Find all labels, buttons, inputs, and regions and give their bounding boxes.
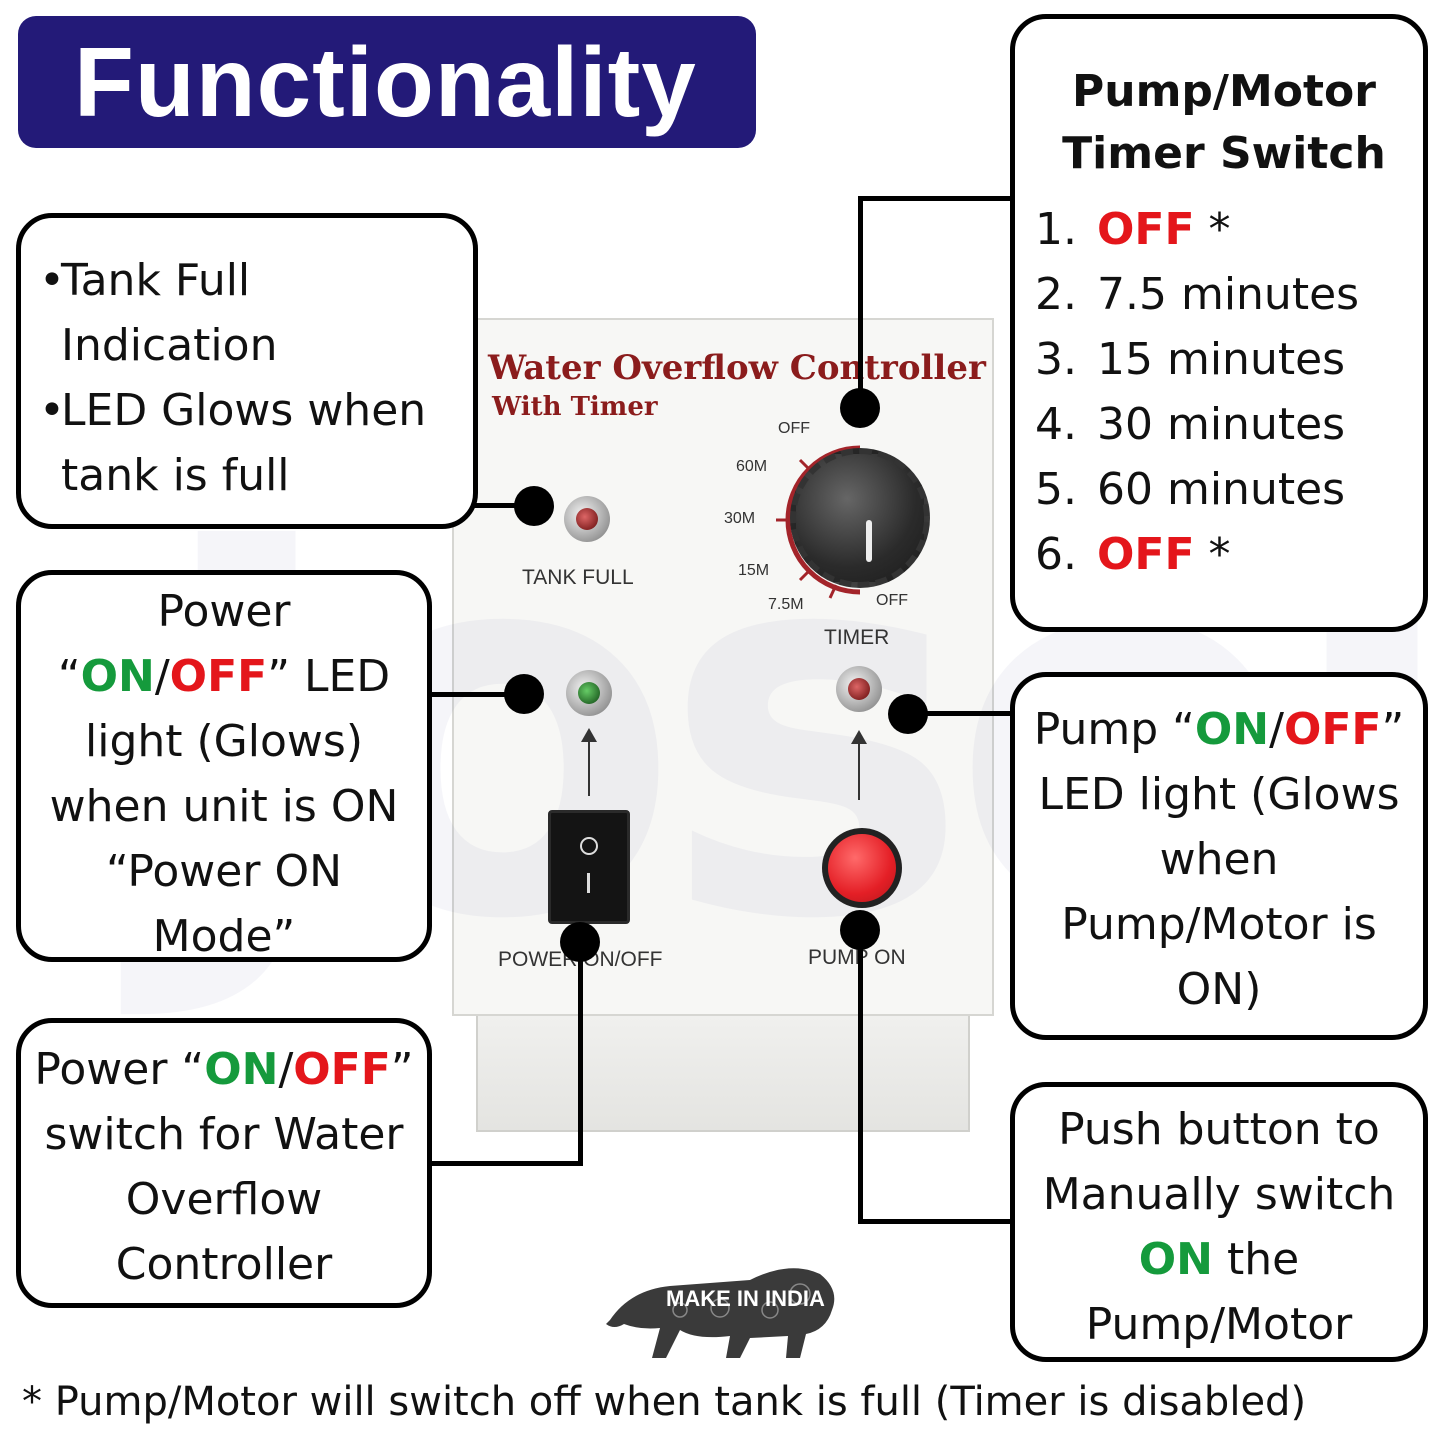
timer-option-number: 4. bbox=[1035, 399, 1077, 450]
knob-pointer bbox=[866, 520, 872, 562]
bullet-item: •Tank Full Indication bbox=[39, 248, 463, 378]
controller-device bbox=[452, 318, 994, 1016]
timer-option: 3. 15 minutes bbox=[1035, 327, 1413, 392]
connector-push-h bbox=[858, 1219, 1012, 1224]
timer-option-text: OFF bbox=[1097, 204, 1195, 255]
bullet-text-led-glows: LED Glows when tank is full bbox=[61, 385, 427, 501]
connector-dot-power-switch bbox=[560, 922, 600, 962]
power-rocker-switch[interactable] bbox=[548, 810, 630, 924]
tank-full-label: TANK FULL bbox=[522, 566, 634, 589]
power-led-line4: when unit is ON bbox=[49, 781, 399, 832]
connector-timer-v bbox=[858, 196, 863, 410]
bullet-item: •LED Glows when tank is full bbox=[39, 378, 463, 508]
pump-led-line1: Pump “ON/OFF” bbox=[1033, 704, 1405, 755]
footnote: * Pump/Motor will switch off when tank i… bbox=[22, 1379, 1307, 1425]
timer-option: 6. OFF * bbox=[1035, 522, 1413, 587]
callout-tank-full: •Tank Full Indication •LED Glows when ta… bbox=[16, 213, 478, 529]
pump-arrow-icon bbox=[851, 730, 867, 800]
dial-mark-15m: 15M bbox=[738, 562, 770, 579]
timer-option-number: 3. bbox=[1035, 334, 1077, 385]
timer-heading-line2: Timer Switch bbox=[1062, 128, 1386, 179]
device-title: Water Overflow Controller bbox=[488, 348, 986, 388]
timer-option-number: 6. bbox=[1035, 529, 1077, 580]
connector-timer-h bbox=[860, 196, 1012, 201]
power-switch-line2: switch for Water bbox=[44, 1109, 404, 1160]
page-title: Functionality bbox=[74, 27, 697, 137]
power-led-line6: Mode” bbox=[152, 911, 296, 962]
connector-pump-led bbox=[908, 711, 1012, 716]
callout-power-switch: Power “ON/OFF” switch for Water Overflow… bbox=[16, 1018, 432, 1308]
timer-option-asterisk: * bbox=[1194, 204, 1231, 255]
timer-option-text: 30 minutes bbox=[1097, 399, 1346, 450]
connector-power-switch-h bbox=[430, 1161, 583, 1166]
timer-option-number: 2. bbox=[1035, 269, 1077, 320]
timer-option-text: OFF bbox=[1097, 529, 1195, 580]
timer-option-text: 15 minutes bbox=[1097, 334, 1346, 385]
connector-power-switch-v bbox=[578, 940, 583, 1166]
timer-option-text: 60 minutes bbox=[1097, 464, 1346, 515]
timer-knob[interactable] bbox=[790, 448, 930, 588]
connector-push-v bbox=[858, 928, 863, 1224]
connector-dot-push bbox=[840, 910, 880, 950]
connector-dot-pump-led bbox=[888, 694, 928, 734]
connector-dot-tank bbox=[514, 486, 554, 526]
timer-options-list: 1. OFF * 2. 7.5 minutes 3. 15 minutes 4. 30 min… bbox=[1035, 197, 1413, 587]
timer-option: 1. OFF * bbox=[1035, 197, 1413, 262]
timer-option-number: 5. bbox=[1035, 464, 1077, 515]
pump-push-button[interactable] bbox=[822, 828, 902, 908]
dial-mark-30m: 30M bbox=[724, 510, 756, 527]
callout-push-button: Push button to Manually switch ON the Pu… bbox=[1010, 1082, 1428, 1362]
device-subtitle: With Timer bbox=[492, 392, 658, 422]
device-base bbox=[476, 1014, 970, 1132]
pump-led bbox=[836, 666, 882, 712]
power-led bbox=[566, 670, 612, 716]
power-switch-line4: Controller bbox=[115, 1239, 333, 1290]
timer-option-asterisk: * bbox=[1194, 529, 1231, 580]
callout-pump-led: Pump “ON/OFF” LED light (Glows when Pump… bbox=[1010, 672, 1428, 1040]
dial-mark-7-5m: 7.5M bbox=[768, 596, 804, 613]
push-line1: Push button to bbox=[1058, 1104, 1380, 1155]
power-led-line5: “Power ON bbox=[105, 846, 342, 897]
power-switch-line1: Power “ON/OFF” bbox=[34, 1044, 414, 1095]
push-line4: Pump/Motor bbox=[1085, 1299, 1353, 1350]
dial-mark-off-top: OFF bbox=[778, 420, 810, 437]
timer-option-number: 1. bbox=[1035, 204, 1077, 255]
power-led-line1: Power bbox=[157, 586, 291, 637]
bullet-text-tank-full: Tank Full Indication bbox=[61, 255, 278, 371]
dial-mark-off-bottom: OFF bbox=[876, 592, 908, 609]
timer-label: TIMER bbox=[824, 626, 890, 649]
pump-led-line4: Pump/Motor is bbox=[1061, 899, 1377, 950]
push-line3: ON the bbox=[1138, 1234, 1300, 1285]
push-line2: Manually switch bbox=[1042, 1169, 1396, 1220]
timer-option-text: 7.5 minutes bbox=[1097, 269, 1360, 320]
connector-dot-timer bbox=[840, 388, 880, 428]
title-banner: Functionality bbox=[18, 16, 756, 148]
make-in-india-text: MAKE IN INDIA bbox=[666, 1286, 825, 1311]
power-led-line3: light (Glows) bbox=[85, 716, 363, 767]
connector-power-led bbox=[430, 692, 522, 697]
timer-option: 4. 30 minutes bbox=[1035, 392, 1413, 457]
power-arrow-icon bbox=[581, 728, 597, 796]
pump-led-line5: ON) bbox=[1176, 964, 1262, 1015]
timer-option: 5. 60 minutes bbox=[1035, 457, 1413, 522]
tank-full-led bbox=[564, 496, 610, 542]
timer-heading: Pump/Motor Timer Switch bbox=[1035, 61, 1413, 185]
timer-option: 2. 7.5 minutes bbox=[1035, 262, 1413, 327]
make-in-india-logo: MAKE IN INDIA bbox=[600, 1250, 844, 1362]
dial-mark-60m: 60M bbox=[736, 458, 768, 475]
lion-icon bbox=[606, 1268, 835, 1358]
pump-led-line3: when bbox=[1159, 834, 1279, 885]
callout-timer-switch: Pump/Motor Timer Switch 1. OFF * 2. 7.5 min… bbox=[1010, 14, 1428, 632]
callout-power-led: Power “ON/OFF” LED light (Glows) when un… bbox=[16, 570, 432, 962]
timer-heading-line1: Pump/Motor bbox=[1072, 66, 1376, 117]
connector-dot-power-led bbox=[504, 674, 544, 714]
pump-led-line2: LED light (Glows bbox=[1038, 769, 1400, 820]
connector-tank bbox=[470, 503, 532, 508]
power-switch-line3: Overflow bbox=[125, 1174, 323, 1225]
pump-on-label: PUMP ON bbox=[808, 946, 906, 969]
power-led-line2: “ON/OFF” LED bbox=[57, 651, 391, 702]
